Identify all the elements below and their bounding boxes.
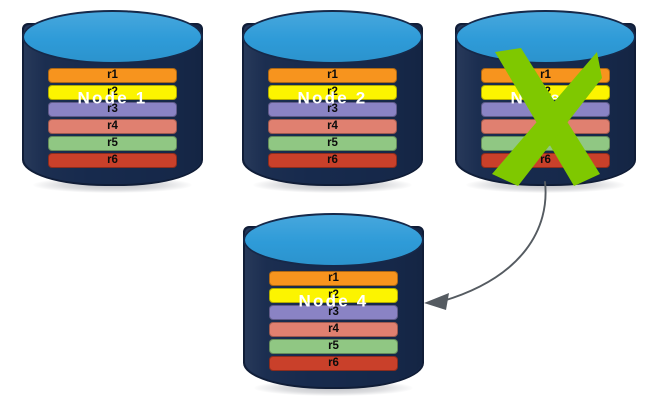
node2-row-r4[interactable]: r4 <box>268 119 397 134</box>
node2-row-r6[interactable]: r6 <box>268 153 397 168</box>
node4-row-r3[interactable]: r3 <box>269 305 398 320</box>
node1-row-r4[interactable]: r4 <box>48 119 177 134</box>
node3-row-r5[interactable]: r5 <box>481 136 610 151</box>
node2-row-r1[interactable]: r1 <box>268 68 397 83</box>
node2-row-r3[interactable]: r3 <box>268 102 397 117</box>
node-cylinder-node4[interactable]: Node 4 r1 r2 r3 r4 r5 r6 <box>243 213 424 396</box>
node4-row-r1[interactable]: r1 <box>269 271 398 286</box>
node1-row-r2[interactable]: r2 <box>48 85 177 100</box>
node2-row-r2[interactable]: r2 <box>268 85 397 100</box>
node1-top-lid <box>22 10 203 64</box>
node1-row-r1[interactable]: r1 <box>48 68 177 83</box>
node2-row-r5[interactable]: r5 <box>268 136 397 151</box>
node3-row-r6[interactable]: r6 <box>481 153 610 168</box>
node2-top-lid <box>242 10 423 64</box>
node-cylinder-node2[interactable]: Node 2 r1 r2 r3 r4 r5 r6 <box>242 10 423 193</box>
node-cylinder-node1[interactable]: Node 1 r1 r2 r3 r4 r5 r6 <box>22 10 203 193</box>
node4-row-r4[interactable]: r4 <box>269 322 398 337</box>
node4-top-lid <box>243 213 424 267</box>
node4-row-r6[interactable]: r6 <box>269 356 398 371</box>
node-cylinder-node3[interactable]: Node 3 r1 r2 r3 r4 r5 r6 <box>455 10 636 193</box>
node2-title: Node 2 <box>297 88 368 108</box>
node4-row-r2[interactable]: r2 <box>269 288 398 303</box>
node4-row-list: r1 r2 r3 r4 r5 r6 <box>269 271 398 371</box>
arrowhead-node3-to-node4 <box>424 293 449 310</box>
arrow-node3-to-node4 <box>442 181 547 302</box>
node2-row-list: r1 r2 r3 r4 r5 r6 <box>268 68 397 168</box>
node4-title: Node 4 <box>298 291 369 311</box>
node3-row-r4[interactable]: r4 <box>481 119 610 134</box>
node3-row-r1[interactable]: r1 <box>481 68 610 83</box>
node1-row-r5[interactable]: r5 <box>48 136 177 151</box>
node1-title: Node 1 <box>77 88 148 108</box>
node1-row-r3[interactable]: r3 <box>48 102 177 117</box>
node3-row-list: r1 r2 r3 r4 r5 r6 <box>481 68 610 168</box>
node1-row-list: r1 r2 r3 r4 r5 r6 <box>48 68 177 168</box>
node4-row-r5[interactable]: r5 <box>269 339 398 354</box>
node1-row-r6[interactable]: r6 <box>48 153 177 168</box>
node3-title: Node 3 <box>510 88 581 108</box>
node3-top-lid <box>455 10 636 64</box>
